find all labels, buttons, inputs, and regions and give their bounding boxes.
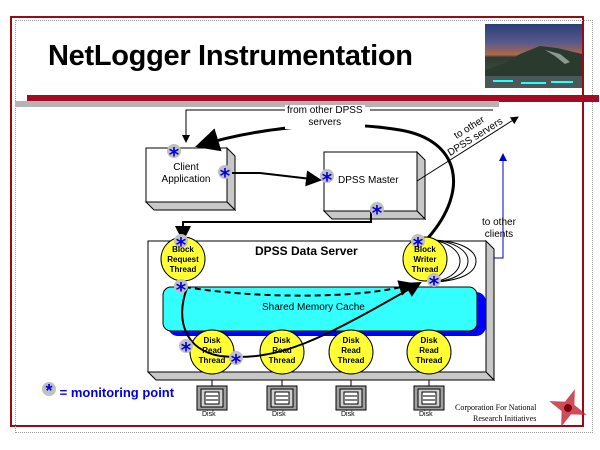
disk-icon (196, 385, 228, 411)
legend: * = monitoring point (42, 382, 174, 400)
title-underline-red (27, 95, 599, 102)
dpss-master-label: DPSS Master (338, 175, 399, 186)
monitoring-point-icon: * (370, 201, 384, 225)
disk-icon (335, 385, 367, 411)
monitoring-point-icon: * (167, 143, 181, 167)
disk-label: Disk (202, 411, 216, 418)
client-application-box (144, 146, 237, 212)
org-footer: Corporation For National Research Initia… (455, 403, 537, 423)
from-other-servers-label: from other DPSS servers (285, 105, 365, 129)
cnri-star-logo-icon (549, 389, 587, 427)
disk-units (196, 380, 445, 411)
client-application-label: Client Application (161, 162, 211, 185)
title-underline-gray (15, 101, 499, 107)
slide-title: NetLogger Instrumentation (48, 40, 413, 72)
client-to-master-arrow (232, 170, 322, 187)
legend-text: = monitoring point (59, 385, 175, 400)
slide-dotted-frame (15, 20, 593, 433)
disk-icon (266, 385, 298, 411)
disk-icon (413, 385, 445, 411)
disk-read-thread-3 (328, 329, 374, 375)
monitoring-point-icon: * (174, 233, 188, 257)
shared-memory-cache (162, 286, 478, 332)
shared-cache-label: Shared Memory Cache (262, 302, 365, 313)
monitoring-point-icon: * (174, 278, 188, 302)
monitoring-point-icon: * (427, 272, 441, 296)
monitoring-point-icon: * (218, 164, 232, 188)
monitoring-point-icon: * (179, 338, 193, 362)
monitoring-point-icon: * (320, 168, 334, 192)
monitoring-point-icon: * (42, 382, 56, 400)
disk-label: Disk (272, 411, 286, 418)
writer-to-client-loop (195, 123, 456, 239)
slide-frame (10, 16, 584, 427)
data-server-label: DPSS Data Server (255, 244, 358, 258)
to-other-clients-label: to other clients (482, 217, 516, 240)
writer-echo-rings (427, 239, 477, 283)
disk-read-thread-2 (259, 329, 305, 375)
disk-label: Disk (341, 411, 355, 418)
from-servers-line (182, 109, 286, 143)
block-writer-thread (402, 236, 448, 282)
disk-label: Disk (419, 411, 433, 418)
mountain-photo-icon (485, 24, 582, 88)
to-other-servers-arrow (416, 116, 519, 182)
master-to-request-arrow (175, 212, 372, 242)
monitoring-point-icon: * (229, 350, 243, 374)
disk-read-thread-4 (406, 329, 452, 375)
monitoring-point-icon: * (411, 233, 425, 257)
